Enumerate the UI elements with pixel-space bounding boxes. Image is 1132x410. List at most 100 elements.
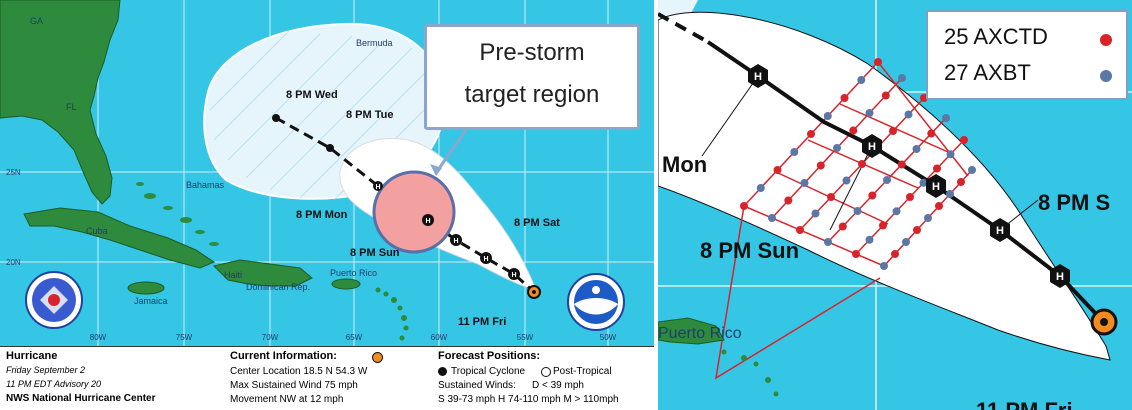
zoomed-marker-mon [748, 64, 768, 88]
hispaniola-land [213, 259, 313, 287]
marker-letter-sat-a: H [453, 238, 458, 245]
callout-line-2: target region [464, 81, 600, 108]
axctd-drop-point [838, 222, 847, 231]
lon-label-75w: 75W [176, 333, 193, 342]
lon-labels: 80W 75W 70W 65W 60W 55W 50W [90, 333, 617, 342]
lon-label-60w: 60W [431, 333, 448, 342]
lon-label-80w: 80W [90, 333, 107, 342]
info-advisory: 11 PM EDT Advisory 20 [6, 379, 102, 389]
info-location: Center Location 18.5 N 54.3 W [230, 366, 368, 377]
info-d-key: D < 39 mph [532, 380, 584, 391]
axctd-drop-point [852, 250, 860, 258]
marker-letter-sat-b: H [483, 256, 488, 263]
info-center: NWS National Hurricane Center [6, 393, 156, 404]
label-bahamas: Bahamas [186, 180, 225, 190]
place-labels: GA FL Bermuda Bahamas Cuba Jamaica Haiti… [30, 16, 393, 306]
label-8pm-tue: 8 PM Tue [346, 109, 393, 121]
zoomed-label-sun: 8 PM Sun [700, 238, 799, 263]
zoomed-letter-mon: H [754, 71, 762, 83]
axbt-drop-point [865, 235, 874, 244]
axbt-drop-point [811, 209, 820, 218]
axbt-drop-point [904, 110, 913, 119]
axctd-drop-point [840, 94, 849, 102]
post-tropical-key [541, 367, 551, 377]
mon-leader-line [701, 75, 759, 157]
info-tropical: Tropical Cyclone [451, 366, 526, 377]
noaa-logo [567, 273, 625, 331]
marker-fri-b [508, 268, 520, 280]
legend-axbt-dot [1100, 70, 1112, 82]
callout-arrow-line [436, 123, 472, 171]
axbt-drop-point [865, 109, 874, 117]
lat-label-20n: 20N [6, 258, 21, 267]
axctd-drop-point [889, 127, 897, 135]
axbt-drop-point [756, 184, 765, 192]
zoomed-marker-fri [1050, 264, 1070, 288]
axbt-drop-point [768, 214, 776, 222]
marker-wed [272, 114, 280, 122]
label-11pm-fri: 11 PM Fri [458, 316, 506, 328]
axbt-drop-point [842, 176, 851, 185]
bahamas-islands [136, 182, 219, 246]
axctd-drop-point [816, 161, 825, 170]
axbt-drop-point [946, 190, 954, 198]
marker-letter-fri: H [511, 272, 516, 279]
info-sustained: Sustained Winds: [438, 380, 516, 391]
label-bermuda: Bermuda [356, 38, 393, 48]
label-8pm-wed: 8 PM Wed [286, 89, 338, 101]
zoomed-marker-sat-a [926, 174, 946, 198]
label-8pm-mon: 8 PM Mon [296, 209, 348, 221]
lon-label-50w: 50W [600, 333, 617, 342]
zoomed-labels: Mon 8 PM Sun 8 PM S 11 PM Fri [662, 152, 1110, 410]
axctd-drop-point [807, 130, 815, 138]
info-title: Hurricane [6, 350, 58, 362]
right-map-svg: H H H H H Mon 8 PM Sun 8 PM S 11 PM Fri … [658, 0, 1132, 410]
axctd-drop-point [796, 226, 804, 234]
marker-sat-b [480, 252, 492, 264]
marker-sat-a [450, 234, 462, 246]
probe-dots [740, 58, 976, 270]
label-dominican: Dominican Rep. [246, 282, 310, 292]
info-scale: S 39-73 mph H 74-110 mph M > 110mph [438, 394, 619, 405]
deployment-triangle [714, 205, 881, 380]
axbt-drop-point [946, 150, 955, 159]
lon-label-55w: 55W [517, 333, 534, 342]
info-date: Friday September 2 [6, 365, 86, 375]
zoomed-label-sat: 8 PM S [1038, 190, 1110, 215]
forecast-positions-header: Forecast Positions: [438, 350, 541, 362]
axbt-drop-point [833, 144, 841, 152]
zoomed-marker-letters: H H H H H [754, 71, 1064, 283]
axctd-drop-point [935, 202, 943, 210]
sun-leader-line [829, 145, 873, 231]
axbt-drop-point [924, 214, 932, 222]
axctd-drop-point [927, 129, 936, 138]
lat-labels: 25N 20N [6, 168, 21, 267]
axbt-drop-point [902, 238, 910, 246]
axbt-drop-point [898, 74, 906, 82]
puerto-rico-land [331, 278, 361, 290]
info-max-wind: Max Sustained Wind 75 mph [230, 380, 358, 391]
axctd-drop-point [957, 178, 965, 186]
label-puerto-rico: Puerto Rico [330, 268, 377, 278]
axbt-drop-point [800, 179, 809, 187]
cuba-land [23, 207, 216, 269]
zoomed-label-mon: Mon [662, 152, 707, 177]
lon-label-65w: 65W [346, 333, 363, 342]
nws-logo [25, 271, 83, 329]
forecast-markers [272, 114, 541, 299]
axbt-drop-point [968, 166, 976, 174]
axctd-drop-point [906, 193, 914, 201]
pre-storm-callout: Pre-storm target region [424, 24, 640, 130]
label-haiti: Haiti [224, 270, 242, 280]
axctd-drop-point [891, 250, 899, 258]
marker-mon [373, 181, 383, 191]
label-ga: GA [30, 16, 43, 26]
lesser-antilles [375, 287, 409, 341]
us-southeast-land [0, 0, 121, 205]
axctd-drop-point [913, 226, 921, 234]
zoomed-label-puerto-rico: Puerto Rico [658, 325, 742, 342]
probe-legend: 25 AXCTD 27 AXBT [926, 10, 1128, 100]
marker-tue [326, 144, 334, 152]
info-movement: Movement NW at 12 mph [230, 394, 344, 405]
